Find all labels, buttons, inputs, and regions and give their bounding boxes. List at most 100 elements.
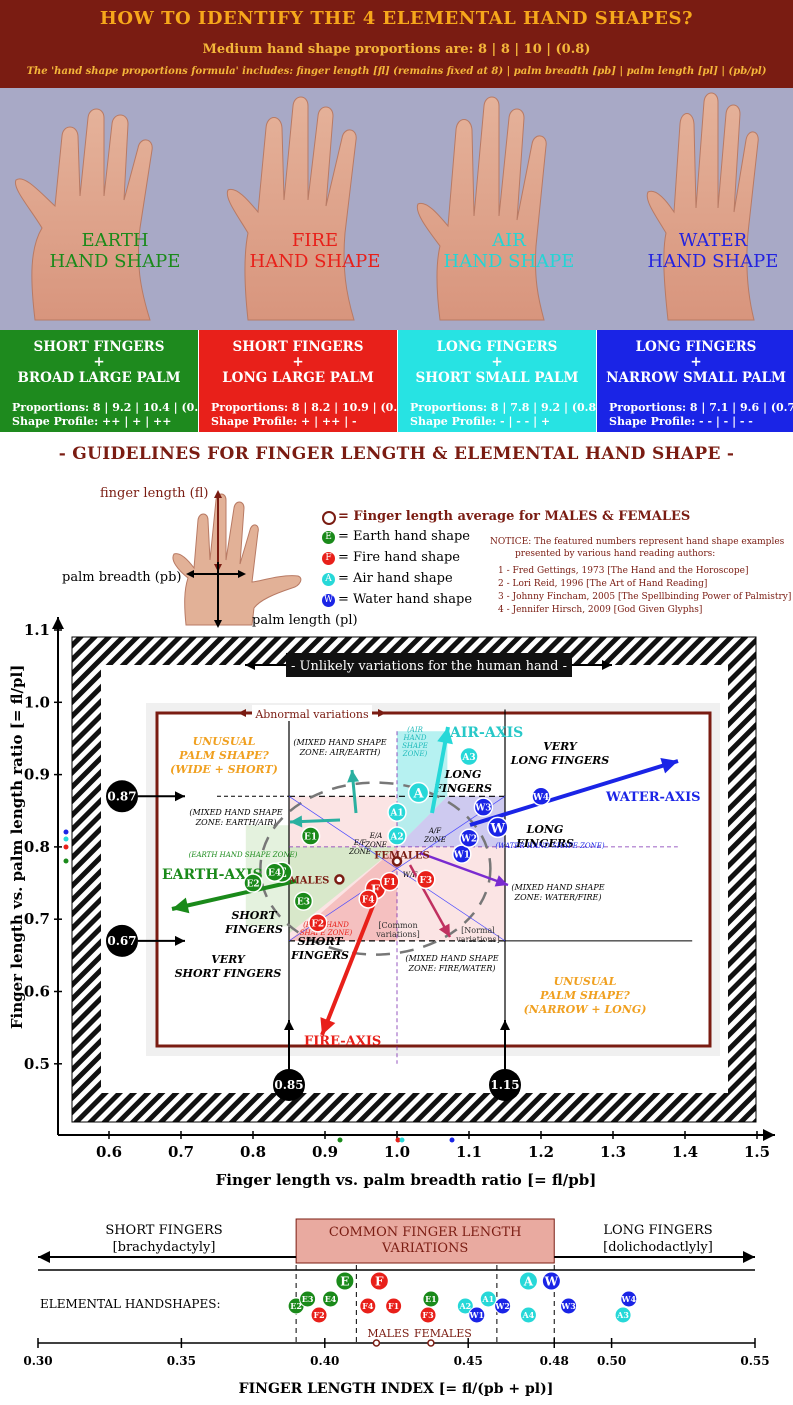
very-long-fingers-label: VERY xyxy=(543,740,578,753)
common-variations-label: variations] xyxy=(375,930,419,939)
index-point-E xyxy=(335,1271,355,1291)
air-hand-label: AIR HAND SHAPE xyxy=(414,230,604,272)
x-tick-label: 0.7 xyxy=(168,1143,194,1161)
index-point-W2 xyxy=(494,1297,512,1315)
index-point-W4 xyxy=(620,1290,638,1308)
point-label-W3: W3 xyxy=(474,804,491,814)
x-tick-label: 0.8 xyxy=(240,1143,266,1161)
pb-label: palm breadth (pb) xyxy=(62,570,182,585)
unlikely-label-bg xyxy=(286,653,572,677)
earth-axis-arrow-head xyxy=(172,897,190,914)
unusual-narrow-label: (NARROW + LONG) xyxy=(524,1003,647,1016)
earth-zone-label: (EARTH HAND SHAPE ZONE) xyxy=(189,851,298,859)
threshold-badge-087-label: 0.87 xyxy=(107,789,136,803)
long-fingers-label: LONG xyxy=(526,823,564,836)
fire-marker-icon: F xyxy=(322,552,335,565)
point-A3 xyxy=(459,746,479,767)
average-marker xyxy=(334,874,345,885)
measure-hand-diagram xyxy=(172,490,302,628)
water-marker-icon: W xyxy=(322,594,335,607)
point-label-W4: W4 xyxy=(532,793,549,803)
x-axis-label: Finger length vs. palm breadth ratio [= … xyxy=(216,1171,597,1189)
fire-box-proportions: Proportions: 8 | 8.2 | 10.9 | (0.76) xyxy=(211,401,418,414)
index-tick-label: 0.35 xyxy=(167,1354,196,1368)
air-proportions-box: LONG FINGERS + SHORT SMALL PALM Proporti… xyxy=(398,330,609,432)
y-tick-label: 1.0 xyxy=(24,693,50,711)
earth-box-heading1: SHORT FINGERS xyxy=(33,339,165,355)
side-color-dot xyxy=(63,858,69,864)
index-point-A3 xyxy=(614,1306,632,1324)
abnormal-variations-label: Abnormal variations xyxy=(254,708,369,721)
x-tick-label: 1.5 xyxy=(744,1143,770,1161)
very-long-fingers-label: LONG FINGERS xyxy=(510,754,610,767)
y-tick-label: 1.1 xyxy=(24,621,50,639)
earth-label-line1: EARTH xyxy=(81,230,149,251)
common-region-label: VARIATIONS xyxy=(381,1241,468,1256)
earth-marker-icon: E xyxy=(322,531,335,544)
point-label-F4: F4 xyxy=(362,895,375,905)
unlikely-arrow-right-head xyxy=(602,660,612,670)
air-zone-label: HAND xyxy=(403,734,427,742)
notice-ref: 1 - Fred Gettings, 1973 [The Hand and th… xyxy=(498,566,749,576)
y-tick-label: 0.7 xyxy=(24,910,50,928)
common-region-box xyxy=(295,1218,555,1264)
point-E1 xyxy=(300,826,321,846)
threshold-arrow-115-head xyxy=(500,1020,510,1030)
point-W xyxy=(487,816,509,839)
index-point-F xyxy=(369,1271,389,1291)
earth-axis-label: EARTH-AXIS xyxy=(162,867,263,883)
short-region-label: [brachydactyly] xyxy=(113,1240,216,1255)
point-W4 xyxy=(531,786,551,807)
water-box-profile: Shape Profile: - - | - | - - xyxy=(609,415,753,428)
index-point-A xyxy=(518,1271,538,1291)
water-box-proportions: Proportions: 8 | 7.1 | 9.6 | (0.74) xyxy=(609,401,793,414)
y-axis-label: Finger length vs. palm length ratio [= f… xyxy=(8,665,26,1029)
short-region-label: SHORT FINGERS xyxy=(105,1223,222,1238)
x-tick-label: 1.2 xyxy=(528,1143,554,1161)
earth-hand-label: EARTH HAND SHAPE xyxy=(20,230,210,272)
abnormal-arrow-right-head xyxy=(378,709,386,717)
water-hand-image xyxy=(646,92,759,321)
guidelines-title: - GUIDELINES FOR FINGER LENGTH & ELEMENT… xyxy=(58,444,735,464)
unusual-wide-label: UNUSUAL xyxy=(193,735,256,748)
ef-zone-label: E/F xyxy=(353,839,367,847)
header-banner: HOW TO IDENTIFY THE 4 ELEMENTAL HAND SHA… xyxy=(0,0,793,88)
notice-ref: 3 - Johnny Fincham, 2005 [The Spellbindi… xyxy=(498,592,792,602)
earth-axis-arrow xyxy=(171,879,297,911)
water-box-plus: + xyxy=(690,354,702,370)
average-marker-icon xyxy=(322,511,336,525)
index-point-label-W2: W2 xyxy=(494,1301,510,1311)
page-title: HOW TO IDENTIFY THE 4 ELEMENTAL HAND SHA… xyxy=(99,8,694,29)
index-point-label-F1: F1 xyxy=(388,1301,399,1311)
threshold-arrow-067-head xyxy=(175,935,185,946)
unusual-wide-label: PALM SHAPE? xyxy=(178,749,269,762)
index-point-label-F2: F2 xyxy=(313,1310,324,1320)
point-label-W1: W1 xyxy=(453,851,470,861)
threshold-arrow-087-head xyxy=(175,791,185,802)
index-point-label-A3: A3 xyxy=(616,1310,629,1320)
point-label-E1: E1 xyxy=(304,833,317,843)
mixed-zone-air-earth-label: ZONE: AIR/EARTH) xyxy=(299,748,381,757)
earth-hand-image xyxy=(14,108,153,321)
bottom-color-dot xyxy=(449,1137,455,1143)
very-short-fingers-label: SHORT FINGERS xyxy=(175,967,282,980)
index-point-A2 xyxy=(456,1297,474,1315)
water-fire-arrow-head xyxy=(494,875,508,887)
threshold-badge-067-label: 0.67 xyxy=(107,934,136,948)
side-color-dot xyxy=(63,844,69,850)
males-label: MALES xyxy=(289,875,330,886)
mixed-zone-earth-air-label: (MIXED HAND SHAPE xyxy=(189,808,282,817)
air-box-heading2: SHORT SMALL PALM xyxy=(415,370,579,386)
mixed-zone-air-earth-label: (MIXED HAND SHAPE xyxy=(293,738,386,747)
water-zone-label: (WATER HAND SHAPE ZONE) xyxy=(495,842,604,850)
point-W2 xyxy=(459,828,479,848)
index-point-E4 xyxy=(322,1290,340,1308)
air-box-plus: + xyxy=(491,354,503,370)
index-point-F4 xyxy=(359,1297,377,1315)
legend-earth: = Earth hand shape xyxy=(338,529,470,544)
unusual-narrow-label: UNUSUAL xyxy=(554,975,617,988)
normal-variation-ellipse xyxy=(259,781,492,956)
hands-illustration: EARTH HAND SHAPE FIRE HAND SHAPE AIR HAN… xyxy=(0,88,793,330)
air-axis-label: AIR-AXIS xyxy=(449,725,523,741)
normal-variations-label: variations] xyxy=(455,935,499,944)
